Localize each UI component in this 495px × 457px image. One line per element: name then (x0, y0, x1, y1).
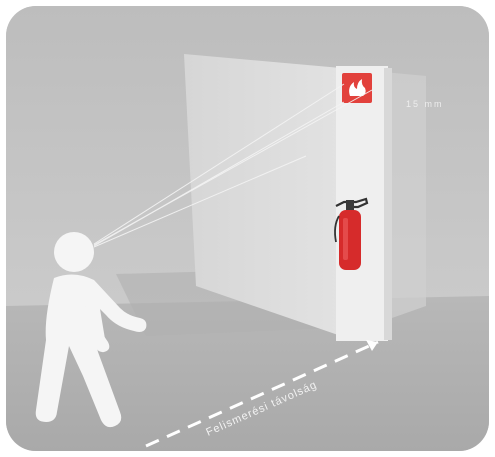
scene-illustration: 15 mm Felismerési távolság (6, 6, 489, 451)
pillar (336, 66, 388, 341)
pillar-edge (384, 68, 392, 340)
distance-label: 15 mm (406, 99, 444, 109)
illustration-frame: 15 mm Felismerési távolság (6, 6, 489, 451)
